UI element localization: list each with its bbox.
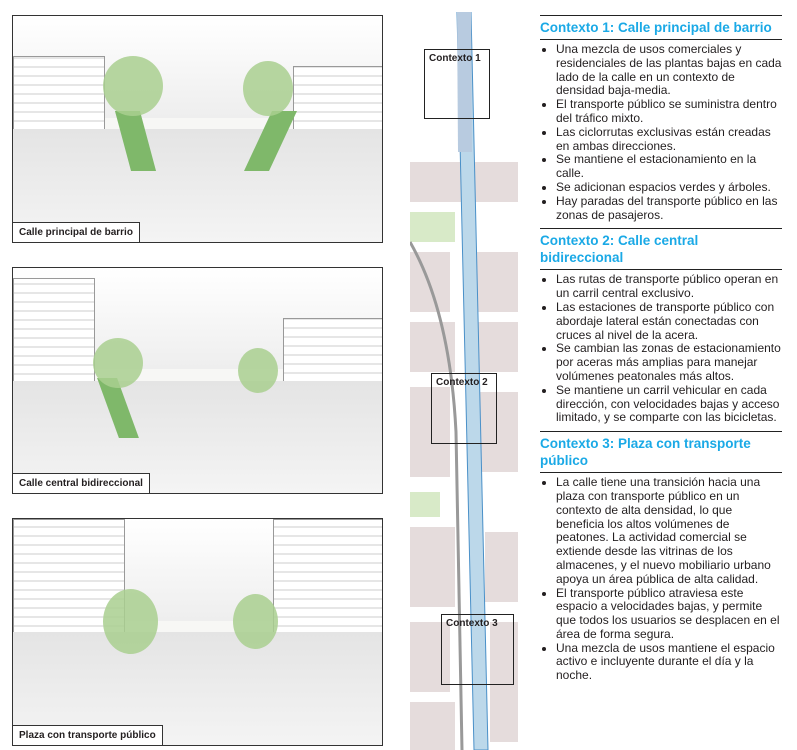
list-item: Se cambian las zonas de estacionamiento … — [556, 341, 782, 383]
list-item: Las estaciones de transporte público con… — [556, 300, 782, 342]
section-title: Contexto 3: Plaza con transporte público — [540, 432, 782, 474]
section-title: Contexto 1: Calle principal de barrio — [540, 16, 782, 40]
list-item: Las rutas de transporte público operan e… — [556, 273, 782, 301]
list-item: Se mantiene el estacionamiento en la cal… — [556, 153, 782, 181]
list-item: Hay paradas del transporte público en la… — [556, 194, 782, 223]
section-context-1: Contexto 1: Calle principal de barrio Un… — [540, 15, 782, 222]
list-item: Las ciclorrutas exclusivas están creadas… — [556, 125, 782, 154]
section-context-2: Contexto 2: Calle central bidireccional … — [540, 228, 782, 425]
list-item: El transporte público atraviesa este esp… — [556, 586, 782, 642]
illustration-caption: Plaza con transporte público — [13, 725, 163, 745]
list-item: La calle tiene una transición hacia una … — [556, 475, 782, 586]
corridor-map: Contexto 1 Contexto 2 Contexto 3 — [410, 12, 518, 750]
list-item: El transporte público se suministra dent… — [556, 97, 782, 126]
context-descriptions: Contexto 1: Calle principal de barrio Un… — [540, 15, 782, 689]
section-title: Contexto 2: Calle central bidireccional — [540, 229, 782, 271]
list-item: Una mezcla de usos mantiene el espacio a… — [556, 641, 782, 683]
illustration-neighborhood-main-street: Calle principal de barrio — [12, 15, 383, 243]
illustration-transit-plaza: Plaza con transporte público — [12, 518, 383, 746]
transit-line — [410, 12, 489, 750]
section-context-3: Contexto 3: Plaza con transporte público… — [540, 431, 782, 683]
illustration-central-bidirectional-street: Calle central bidireccional — [12, 267, 383, 494]
list-item: Se mantiene un carril vehicular en cada … — [556, 383, 782, 425]
list-item: Se adicionan espacios verdes y árboles. — [556, 180, 782, 195]
context-1-box: Contexto 1 — [424, 49, 490, 119]
context-3-box: Contexto 3 — [441, 614, 514, 685]
illustration-caption: Calle principal de barrio — [13, 222, 140, 242]
illustration-caption: Calle central bidireccional — [13, 473, 150, 493]
context-2-box: Contexto 2 — [431, 373, 497, 444]
list-item: Una mezcla de usos comerciales y residen… — [556, 42, 782, 98]
